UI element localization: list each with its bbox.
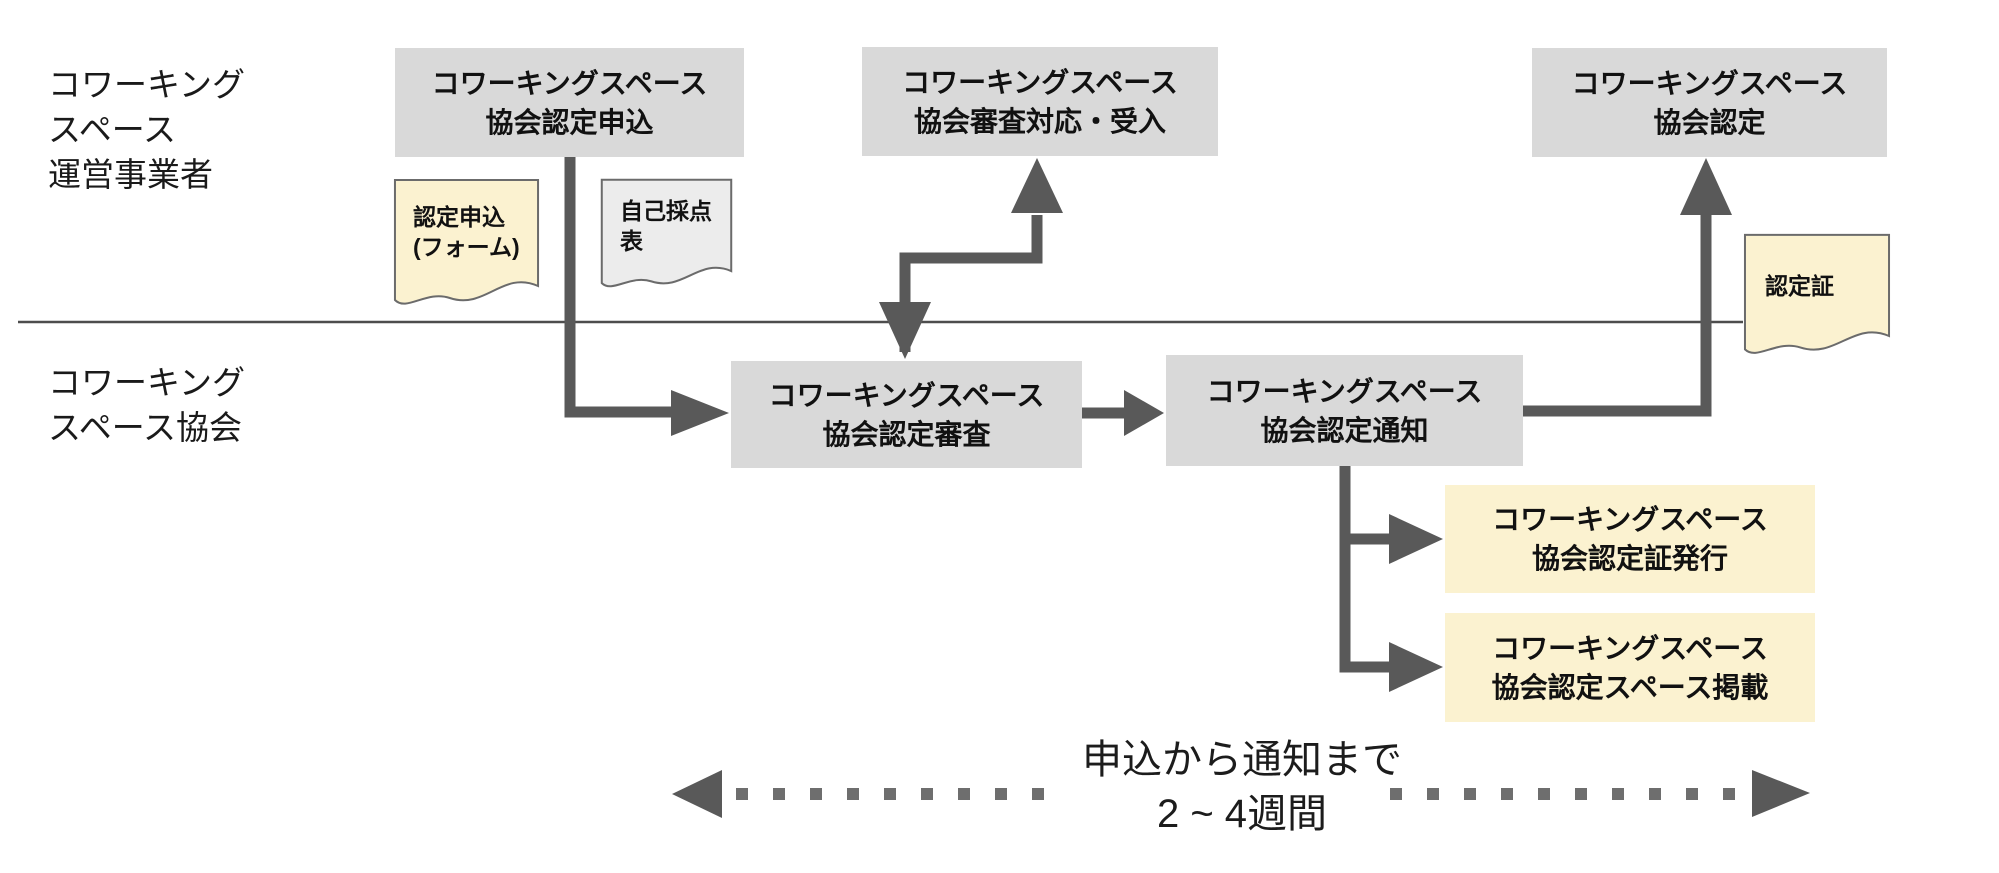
- process-box-certified: コワーキングスペース 協会認定: [1532, 48, 1887, 157]
- process-box-notify: コワーキングスペース 協会認定通知: [1166, 355, 1523, 466]
- process-box-respond: コワーキングスペース 協会審査対応・受入: [862, 47, 1218, 156]
- document-certificate: 認定証: [1743, 233, 1891, 357]
- lane-label-operator: コワーキング スペース 運営事業者: [48, 66, 246, 193]
- connector-review-respond-bidirectional: [879, 158, 1063, 359]
- result-box-issue: コワーキングスペース 協会認定証発行: [1445, 485, 1815, 593]
- lane-label-association: コワーキング スペース協会: [48, 364, 246, 446]
- result-box-publish: コワーキングスペース 協会認定スペース掲載: [1445, 613, 1815, 722]
- document-shape-icon: [393, 178, 540, 308]
- connector-notify-to-issue-publish: [1339, 466, 1443, 692]
- process-box-review: コワーキングスペース 協会認定審査: [731, 361, 1082, 468]
- connector-review-to-notify: [1082, 390, 1164, 436]
- document-shape-icon: [1743, 233, 1891, 357]
- document-shape-icon: [600, 178, 733, 290]
- process-box-apply: コワーキングスペース 協会認定申込: [395, 48, 744, 157]
- document-label: 自己採点 表: [620, 198, 712, 254]
- document-application-form: 認定申込 (フォーム): [393, 178, 540, 308]
- connector-apply-to-review: [564, 157, 729, 436]
- timeline-caption: 申込から通知まで 2 ~ 4週間: [1082, 738, 1402, 836]
- connector-notify-to-certified: [1523, 158, 1732, 417]
- document-label: 認定証: [1765, 273, 1834, 299]
- document-self-scoring-sheet: 自己採点 表: [600, 178, 733, 290]
- timeline-span-arrow: [672, 770, 1810, 818]
- document-label: 認定申込 (フォーム): [413, 204, 520, 260]
